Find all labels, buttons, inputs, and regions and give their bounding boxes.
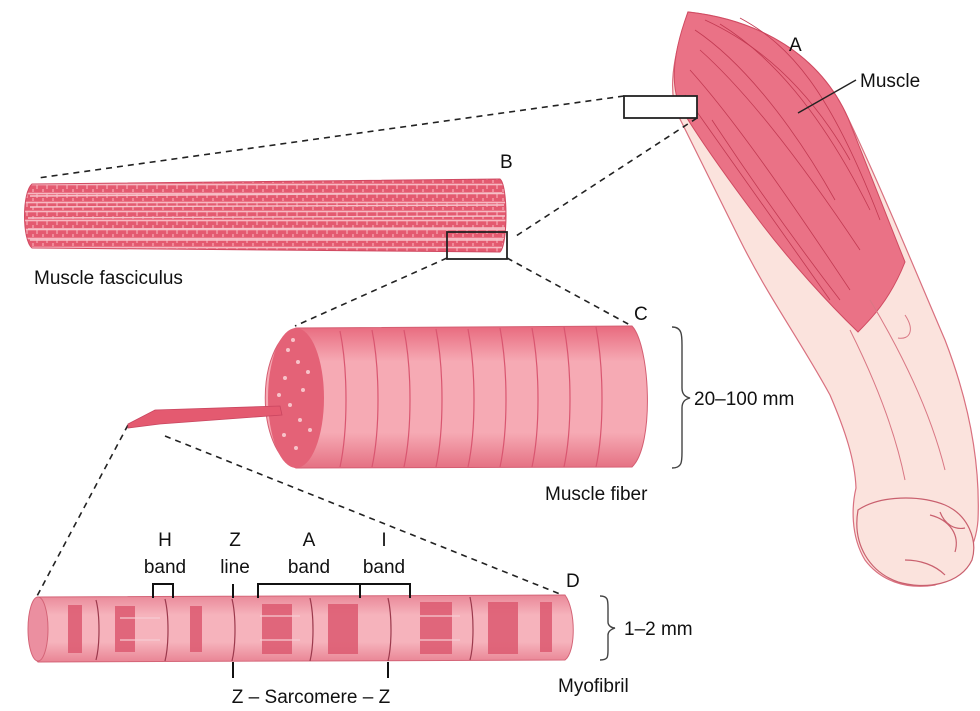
- label-fiber: Muscle fiber: [545, 484, 648, 505]
- h-band-bracket: [152, 583, 174, 598]
- label-a-band-word: band: [288, 557, 330, 578]
- fiber-size-bracket: [671, 326, 691, 469]
- fasciculus-magnify-box: [446, 231, 508, 260]
- label-z-line-word: line: [220, 557, 250, 578]
- label-i-band-letter: I: [381, 530, 386, 551]
- forearm-lines: [849, 299, 946, 481]
- label-c: C: [634, 304, 648, 325]
- label-i-band-word: band: [363, 557, 405, 578]
- label-h-band-word: band: [144, 557, 186, 578]
- label-myofibril-size: 1–2 mm: [624, 619, 693, 640]
- fiber-myofibril-strand: [127, 405, 283, 429]
- label-h-band-letter: H: [158, 530, 172, 551]
- label-fasciculus: Muscle fasciculus: [34, 268, 183, 289]
- label-z-line-letter: Z: [229, 530, 241, 551]
- arm-illustration: [671, 11, 979, 587]
- label-fiber-size: 20–100 mm: [694, 389, 794, 410]
- myofibril-cylinder: [27, 594, 574, 663]
- label-b: B: [500, 152, 513, 173]
- zoom-lines: [35, 95, 698, 599]
- label-sarcomere: Z – Sarcomere – Z: [232, 687, 391, 708]
- arm-muscle-striations: [684, 17, 881, 301]
- label-d: D: [566, 571, 580, 592]
- arm-magnify-box: [623, 95, 698, 119]
- label-a-band-letter: A: [303, 530, 316, 551]
- label-muscle: Muscle: [860, 71, 920, 92]
- fasciculus-bundle: [24, 178, 507, 253]
- label-a: A: [789, 35, 802, 56]
- label-myofibril: Myofibril: [558, 676, 629, 697]
- fist-outline: [856, 497, 975, 587]
- i-band-bracket: [359, 583, 411, 598]
- myofibril-size-bracket: [599, 595, 616, 661]
- band-brackets: [152, 583, 411, 678]
- muscle-fiber-cylinder: [127, 325, 648, 469]
- muscle-pointer-line: [797, 79, 857, 114]
